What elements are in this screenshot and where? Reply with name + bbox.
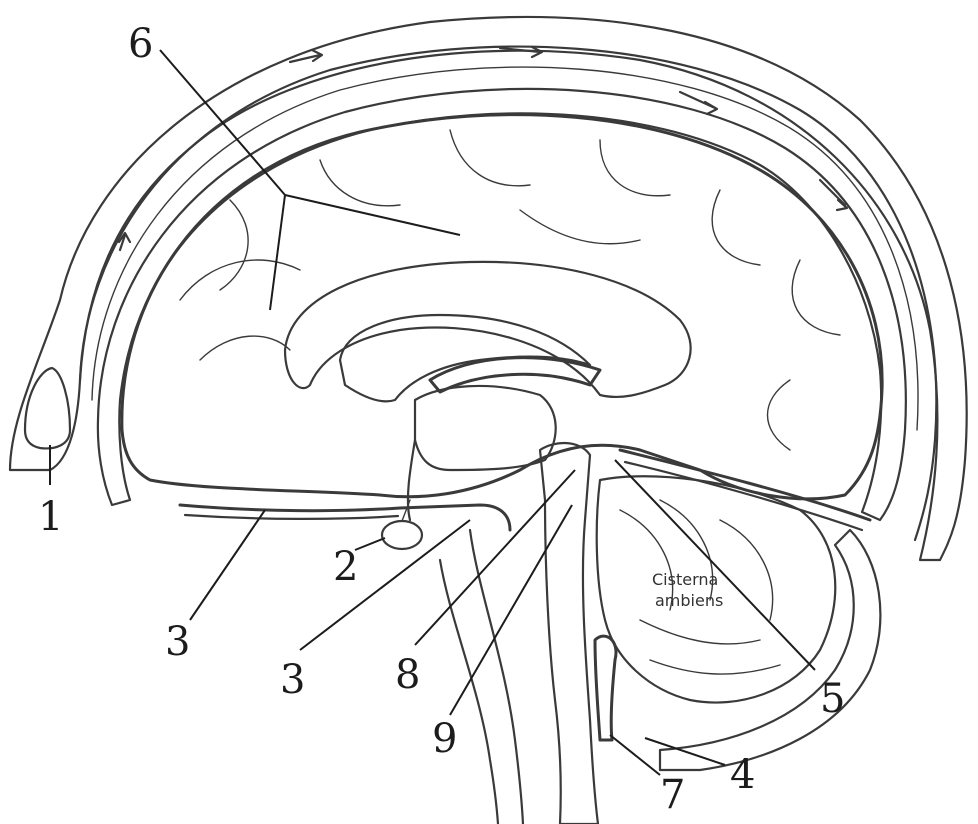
label-4: 4	[730, 752, 755, 798]
pituitary-gland	[380, 499, 424, 551]
meningeal-band	[96, 87, 907, 522]
posterior-dura	[658, 528, 882, 772]
flow-arrows	[117, 45, 849, 252]
corpus-callosum	[283, 260, 692, 399]
label-6: 6	[128, 21, 153, 67]
leader-lines	[49, 49, 816, 776]
lateral-ventricle	[338, 313, 602, 403]
cerebellum	[595, 475, 837, 704]
label-3-right: 3	[280, 657, 305, 703]
label-8: 8	[395, 652, 420, 698]
label-9: 9	[432, 716, 457, 762]
label-3-left: 3	[165, 619, 190, 665]
label-5: 5	[820, 676, 845, 722]
third-ventricle	[406, 384, 557, 522]
label-1: 1	[38, 494, 63, 540]
tentorium	[618, 448, 872, 532]
frontal-sinus	[23, 366, 72, 450]
skull-base	[178, 503, 512, 532]
cisterna-label-line2: ambiens	[655, 591, 723, 610]
label-7: 7	[660, 772, 685, 818]
cisterna-label-line1: Cisterna	[652, 570, 718, 589]
label-2: 2	[333, 544, 358, 590]
skull-layers	[8, 15, 968, 562]
spinal-canal	[438, 528, 525, 824]
brainstem	[538, 442, 618, 824]
cisterna-annotation: Cisterna ambiens	[652, 570, 723, 610]
number-labels: 1 2 3 3 4 5 6 7 8 9	[38, 21, 845, 818]
cerebrum	[120, 113, 884, 501]
